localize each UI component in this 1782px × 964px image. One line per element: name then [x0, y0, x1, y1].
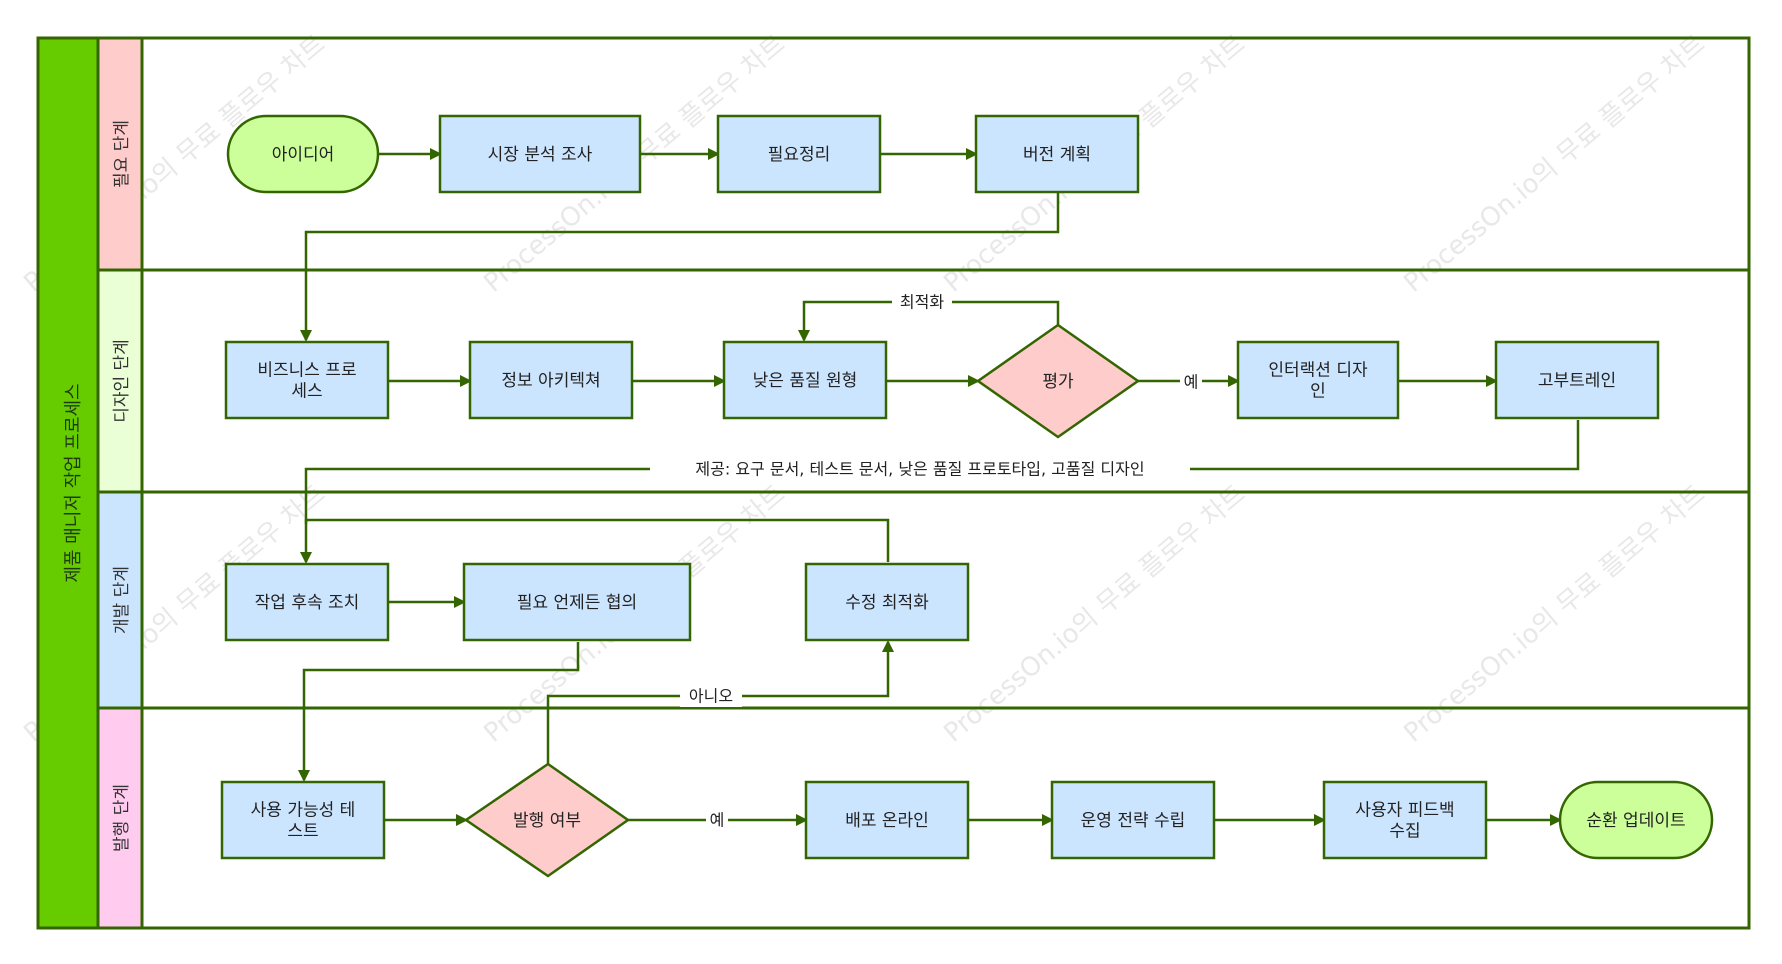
- edge-label-yes-design: 예: [1184, 373, 1199, 392]
- node-cycle[interactable]: [1558, 780, 1714, 860]
- node-revise[interactable]: [804, 562, 970, 642]
- node-version-label: 버전 계획: [1023, 145, 1091, 165]
- edge-label-provide: 제공: 요구 문서, 테스트 문서, 낮은 품질 프로토타입, 고품질 디자인: [695, 460, 1144, 479]
- node-version[interactable]: [974, 114, 1140, 194]
- node-interaction[interactable]: [1236, 340, 1400, 420]
- node-label-line: 발행 여부: [513, 811, 581, 831]
- swimlane-pool: 제품 매니저 작업 프로세스 필요 단계 디자인 단계 개발 단계 발행 단계: [36, 36, 1751, 930]
- node-market[interactable]: [438, 114, 642, 194]
- node-hifi-label: 고부트레인: [1538, 371, 1616, 391]
- node-label-line: 버전 계획: [1023, 145, 1091, 165]
- node-label-line: 평가: [1042, 372, 1074, 392]
- pool-title: 제품 매니저 작업 프로세스: [63, 383, 84, 582]
- watermark-text: ProcessOn.io의 무료 플로우 차트: [1398, 29, 1711, 298]
- lane-label-release: 발행 단계: [112, 784, 132, 852]
- node-label-line: 배포 온라인: [845, 811, 929, 831]
- node-label-line: 고부트레인: [1538, 371, 1616, 391]
- node-business[interactable]: [224, 340, 390, 420]
- edge-label-no: 아니오: [689, 687, 733, 706]
- node-market-label: 시장 분석 조사: [488, 145, 593, 165]
- node-cycle-label: 순환 업데이트: [1586, 811, 1685, 831]
- node-label-line: 정보 아키텍쳐: [501, 371, 600, 391]
- node-lofi[interactable]: [722, 340, 888, 420]
- edge-revise-back: [304, 518, 890, 562]
- node-hifi[interactable]: [1494, 340, 1660, 420]
- node-followup-label: 작업 후속 조치: [255, 593, 360, 613]
- node-label-line: 순환 업데이트: [1586, 811, 1685, 831]
- node-feedback[interactable]: [1322, 780, 1488, 860]
- node-usability[interactable]: [220, 780, 386, 860]
- edge-consult-usability: [298, 642, 580, 782]
- node-label-line: 스트: [287, 822, 318, 842]
- node-label-line: 필요정리: [768, 145, 831, 165]
- node-label-line: 세스: [291, 382, 322, 402]
- node-followup[interactable]: [224, 562, 390, 642]
- node-revise-label: 수정 최적화: [845, 593, 929, 613]
- lane-label-design: 디자인 단계: [112, 339, 132, 423]
- node-label-line: 작업 후속 조치: [255, 593, 360, 613]
- node-consult[interactable]: [462, 562, 692, 642]
- node-info-arch-label: 정보 아키텍쳐: [501, 371, 600, 391]
- node-release-decision[interactable]: [463, 762, 631, 878]
- node-needs-label: 필요정리: [768, 145, 831, 165]
- node-needs[interactable]: [716, 114, 882, 194]
- node-label-line: 시장 분석 조사: [488, 145, 593, 165]
- node-label-line: 사용자 피드백: [1355, 801, 1454, 821]
- edge-label-yes-release: 예: [710, 811, 725, 830]
- node-label-line: 수집: [1389, 822, 1420, 842]
- lane-label-need: 필요 단계: [112, 120, 132, 188]
- node-info-arch[interactable]: [468, 340, 634, 420]
- node-label-line: 수정 최적화: [845, 593, 929, 613]
- node-idea-label: 아이디어: [272, 145, 335, 165]
- node-ops-label: 운영 전략 수립: [1081, 811, 1186, 831]
- node-label-line: 비즈니스 프로: [257, 361, 356, 381]
- node-ops[interactable]: [1050, 780, 1216, 860]
- node-deploy[interactable]: [804, 780, 970, 860]
- node-release-decision-label: 발행 여부: [513, 811, 581, 831]
- lane-header-release: [96, 706, 144, 930]
- node-label-line: 아이디어: [272, 145, 335, 165]
- edge-version-business: [300, 192, 1060, 342]
- node-evaluate[interactable]: [975, 323, 1141, 439]
- node-label-line: 낮은 품질 원형: [753, 371, 858, 391]
- node-consult-label: 필요 언제든 협의: [517, 593, 637, 613]
- node-idea[interactable]: [226, 114, 380, 194]
- node-label-line: 인: [1310, 382, 1326, 402]
- node-label-line: 인터랙션 디자: [1268, 361, 1368, 381]
- edge-label-optimize: 최적화: [900, 293, 944, 312]
- node-label-line: 운영 전략 수립: [1081, 811, 1186, 831]
- node-label-line: 사용 가능성 테: [251, 801, 356, 821]
- node-lofi-label: 낮은 품질 원형: [753, 371, 858, 391]
- lane-body-release: [140, 706, 1751, 930]
- node-evaluate-label: 평가: [1042, 372, 1074, 392]
- node-label-line: 필요 언제든 협의: [517, 593, 637, 613]
- lane-label-dev: 개발 단계: [112, 566, 132, 634]
- node-deploy-label: 배포 온라인: [845, 811, 929, 831]
- pool-header: [36, 36, 100, 930]
